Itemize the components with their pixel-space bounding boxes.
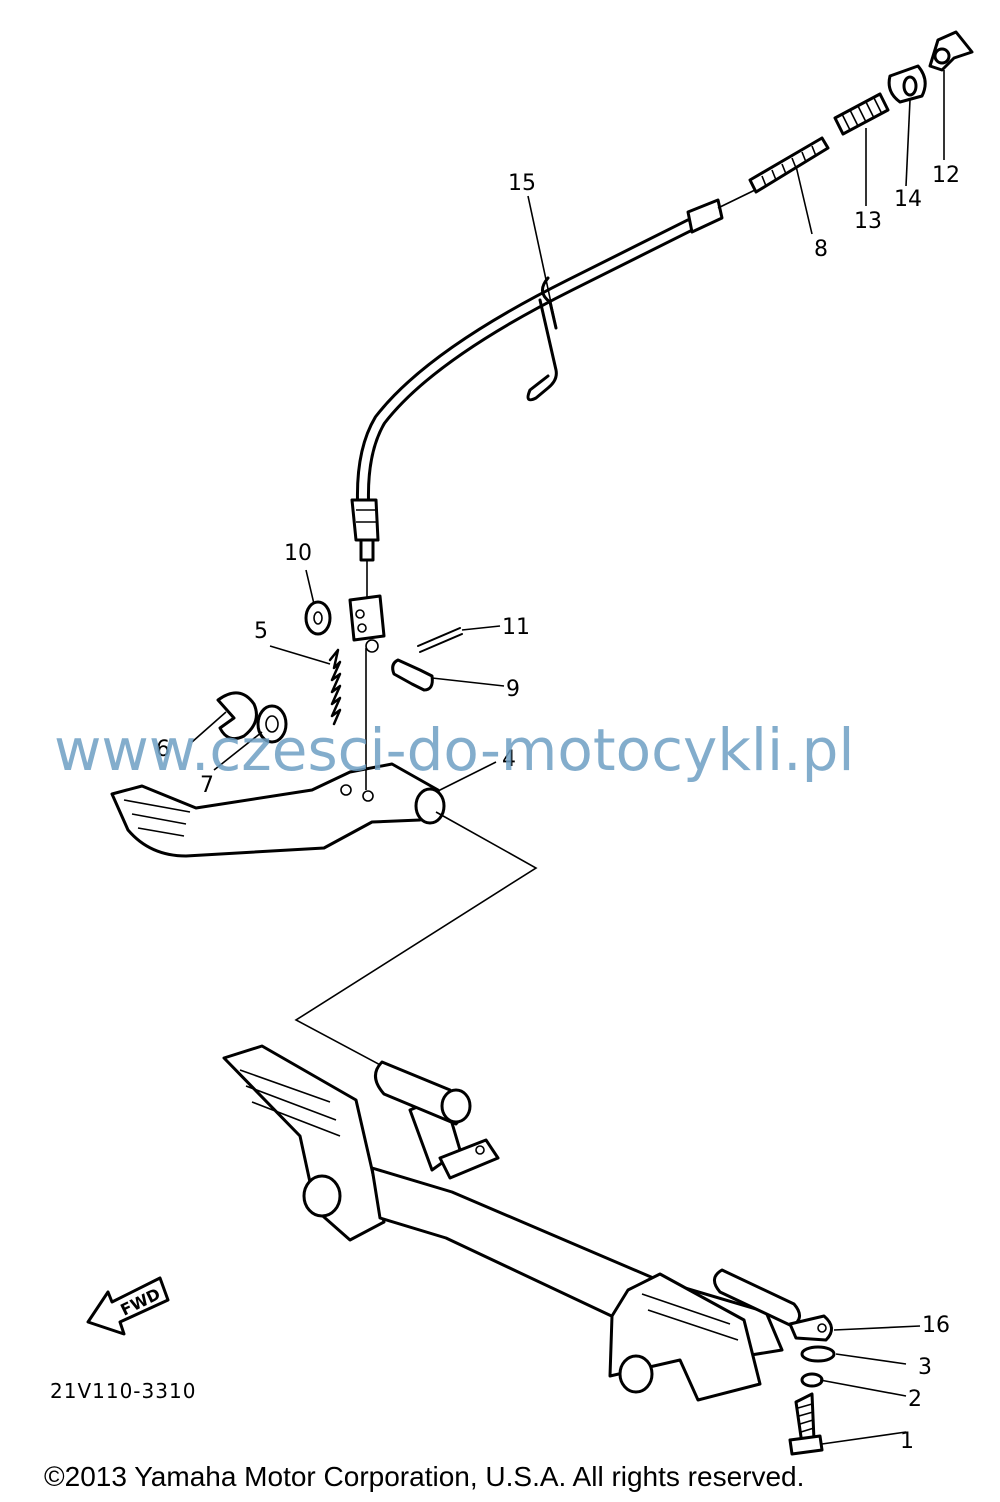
copyright-notice: ©2013 Yamaha Motor Corporation, U.S.A. A…: [44, 1461, 804, 1492]
washer-3: [800, 1345, 836, 1363]
callout-2: 2: [908, 1387, 922, 1412]
cable-clevis: [348, 594, 386, 653]
callout-12: 12: [932, 163, 960, 188]
brake-cable: [350, 136, 830, 600]
callout-6: 6: [156, 737, 170, 762]
joint-14: [887, 64, 927, 104]
circlip-6: [216, 691, 258, 741]
cotter-pin-11: [417, 627, 463, 653]
bolt-1: [788, 1392, 824, 1456]
callout-9: 9: [506, 677, 520, 702]
callout-8: 8: [814, 237, 828, 262]
washer-10: [304, 600, 332, 636]
callout-1: 1: [900, 1429, 914, 1454]
callout-7: 7: [200, 773, 214, 798]
brake-pedal-4: [110, 762, 446, 858]
leader-lines: [191, 70, 945, 1445]
callout-10: 10: [284, 541, 312, 566]
callout-14: 14: [894, 187, 922, 212]
washer-7: [256, 704, 288, 744]
callout-16: 16: [922, 1313, 950, 1338]
callout-3: 3: [918, 1355, 932, 1380]
plate-16: [788, 1314, 833, 1342]
forward-arrow: FWD: [86, 1276, 170, 1336]
spring-13: [833, 92, 890, 136]
watermark: www.czesci-do-motocykli.pl: [54, 716, 855, 784]
alignment-line: [294, 811, 538, 1069]
return-spring-5: [328, 648, 342, 726]
callout-13: 13: [854, 209, 882, 234]
callout-15: 15: [508, 171, 536, 196]
footrest-frame: [222, 1044, 801, 1402]
adjusting-nut-12: [928, 30, 974, 72]
diagram-code: 21V110-3310: [50, 1379, 196, 1403]
callout-5: 5: [254, 619, 268, 644]
washer-2: [800, 1372, 824, 1388]
callout-11: 11: [502, 615, 530, 640]
callouts: 1 2 3 4 5 6 7 8 9 10 11 12 13 14 15 16: [156, 163, 960, 1454]
callout-4: 4: [502, 747, 516, 772]
pin-9: [391, 658, 434, 692]
